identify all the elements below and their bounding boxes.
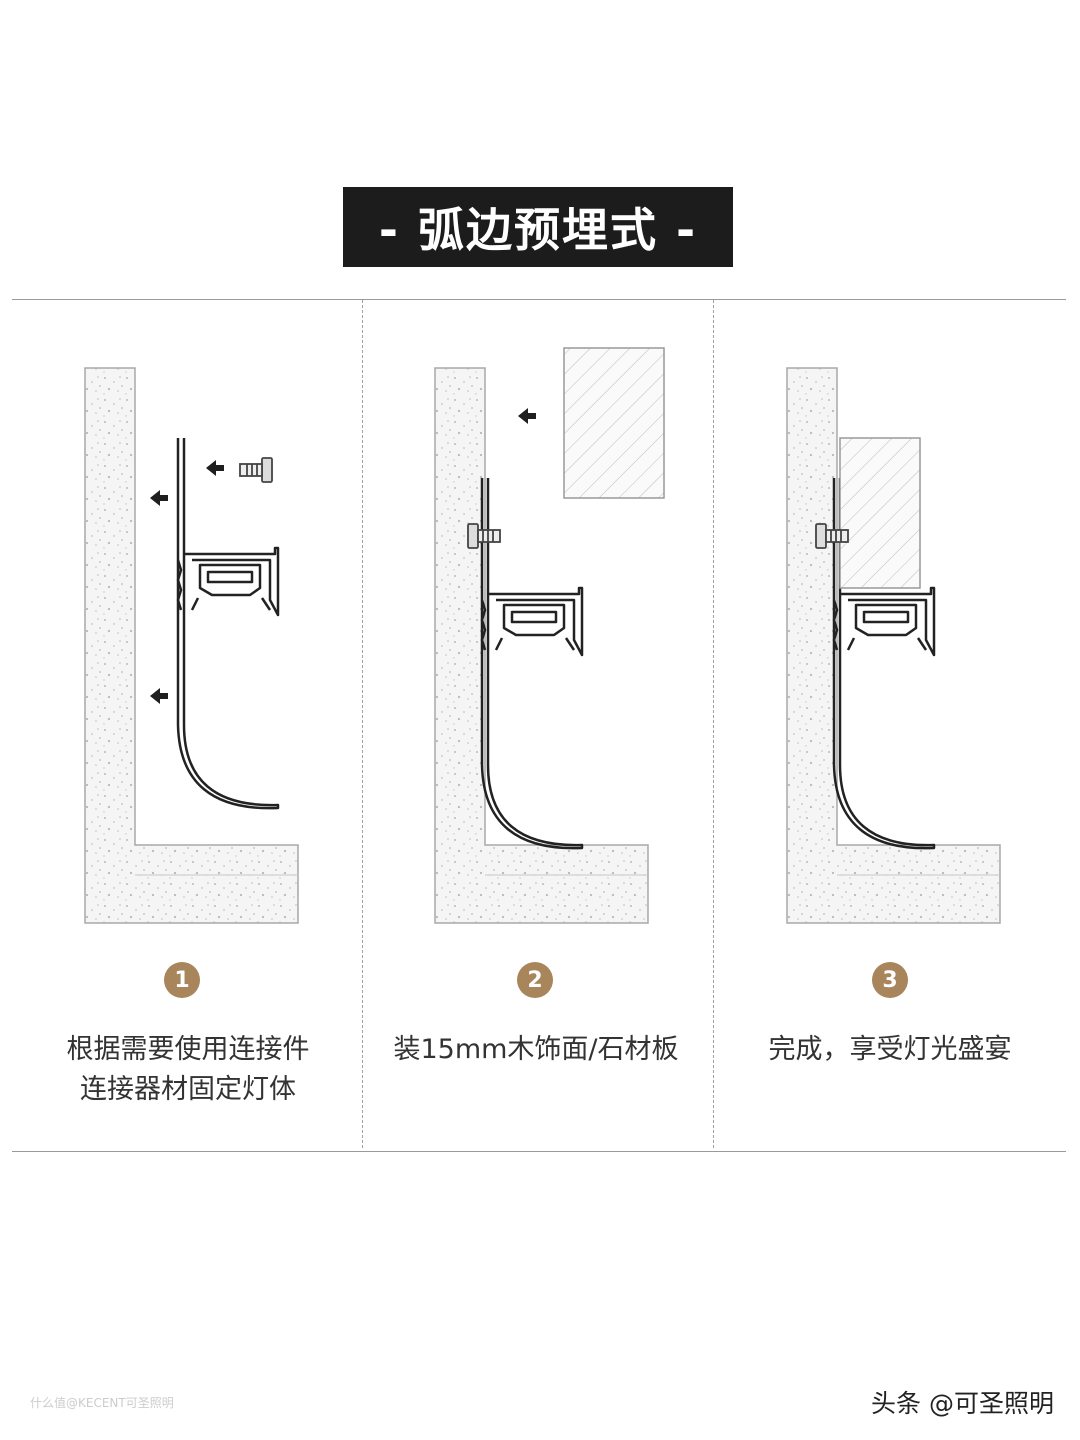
arrow-left-icon	[150, 490, 168, 506]
arrow-left-icon	[150, 688, 168, 704]
section-title: - 弧边预埋式 -	[343, 187, 733, 267]
wall-section	[84, 367, 299, 924]
step-caption-2: 装15mm木饰面/石材板	[366, 1030, 706, 1070]
caption-line: 完成，享受灯光盛宴	[768, 1034, 1012, 1065]
watermark-left: 什么值@KECENT可圣照明	[30, 1396, 174, 1410]
wood-panel	[563, 347, 665, 499]
wood-panel-installed	[839, 437, 921, 589]
step-badge-2: 2	[517, 962, 553, 998]
caption-line: 根据需要使用连接件	[66, 1034, 310, 1065]
step-caption-3: 完成，享受灯光盛宴	[720, 1030, 1060, 1070]
watermark-right: 头条 @可圣照明	[871, 1389, 1054, 1418]
step-3-illustration	[782, 330, 1080, 950]
bottom-divider	[12, 1151, 1066, 1152]
arc-profile	[176, 436, 280, 810]
step-1-illustration	[80, 330, 380, 950]
arrow-left-icon	[518, 408, 536, 424]
step-badge-3: 3	[872, 962, 908, 998]
arrow-left-icon	[206, 460, 224, 476]
screw-icon	[239, 457, 273, 483]
column-divider-1	[362, 300, 363, 1148]
column-divider-2	[713, 300, 714, 1148]
step-badge-1: 1	[164, 962, 200, 998]
step-caption-1: 根据需要使用连接件 连接器材固定灯体	[18, 1030, 358, 1110]
caption-line: 连接器材固定灯体	[80, 1074, 296, 1105]
top-divider	[12, 299, 1066, 300]
step-2-illustration	[430, 330, 730, 950]
caption-line: 装15mm木饰面/石材板	[393, 1034, 679, 1065]
